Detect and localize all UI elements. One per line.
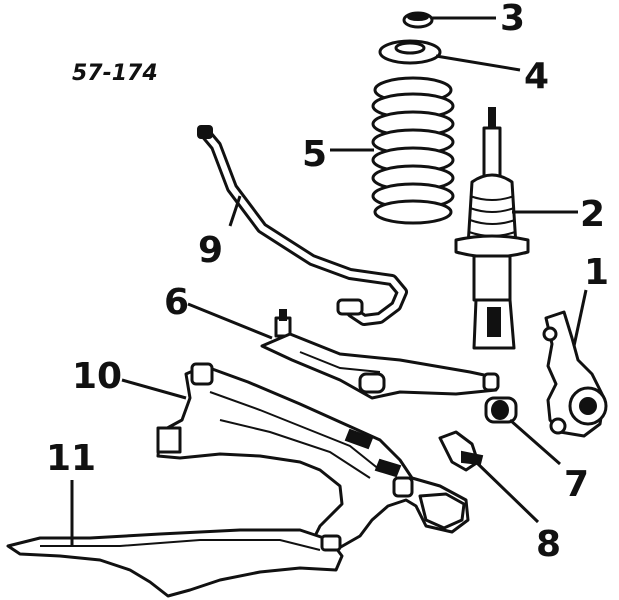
part-2-strut bbox=[454, 107, 530, 350]
part-4-mount bbox=[378, 39, 442, 65]
callout-2: 2 bbox=[580, 194, 605, 235]
part-9-stabilizer-rod bbox=[197, 125, 408, 326]
leader-lines bbox=[70, 16, 588, 546]
callout-3: 3 bbox=[500, 0, 525, 39]
callout-8: 8 bbox=[536, 524, 561, 565]
part-3-cap bbox=[402, 11, 434, 29]
diagram-code: 57-174 bbox=[72, 61, 158, 86]
part-7-bushing bbox=[484, 396, 518, 424]
callout-10: 10 bbox=[72, 356, 122, 397]
callout-11: 11 bbox=[46, 438, 96, 479]
part-6-control-arm bbox=[260, 309, 500, 400]
part-10-crossmember bbox=[156, 362, 470, 554]
callout-9: 9 bbox=[198, 230, 223, 271]
callout-6: 6 bbox=[164, 282, 189, 323]
callout-1: 1 bbox=[584, 252, 609, 293]
callout-5: 5 bbox=[302, 134, 327, 175]
part-5-coil-spring bbox=[371, 76, 455, 225]
part-8-bracket bbox=[438, 430, 484, 472]
callout-numbers: 3 4 5 2 1 9 6 7 8 10 11 bbox=[46, 0, 609, 565]
part-1-knuckle bbox=[542, 310, 608, 438]
callout-7: 7 bbox=[564, 464, 589, 505]
callout-4: 4 bbox=[524, 56, 549, 97]
part-11-lower-rail bbox=[6, 528, 344, 598]
